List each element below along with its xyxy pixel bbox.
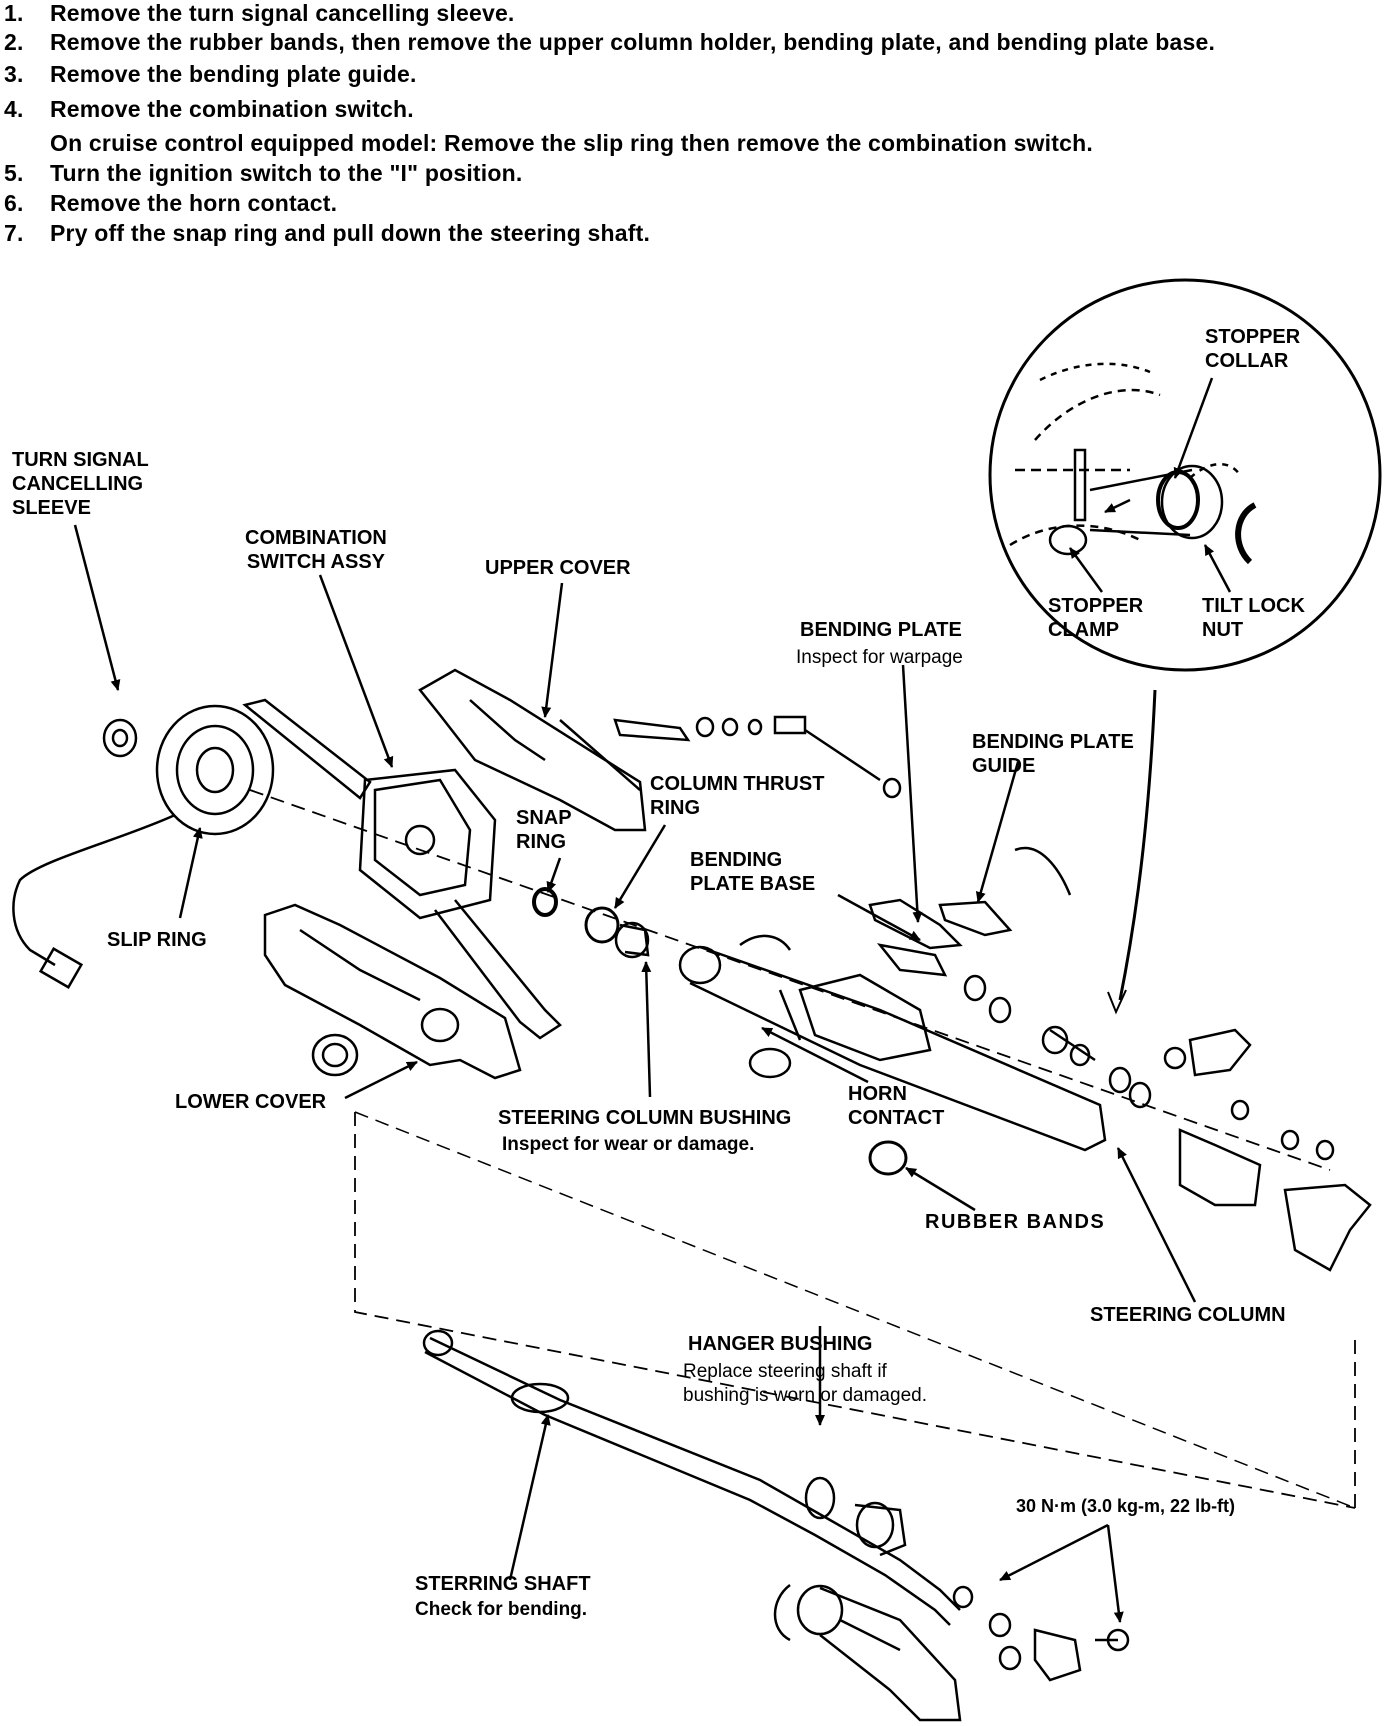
lower-cover-part xyxy=(263,903,522,1080)
label-lower-cover: LOWER COVER xyxy=(175,1091,327,1113)
lower-joint-part xyxy=(773,1584,962,1722)
label-stopper-clamp: STOPPER CLAMP xyxy=(1048,595,1144,641)
inset-detail-circle xyxy=(988,278,1382,672)
step-1: 1.Remove the turn signal cancelling slee… xyxy=(4,0,515,26)
column-holder-part xyxy=(1041,1025,1372,1272)
step-4-note: On cruise control equipped model: Remove… xyxy=(50,130,1093,156)
label-bending-plate: BENDING PLATE xyxy=(800,619,962,641)
label-stopper-collar: STOPPER COLLAR xyxy=(1205,326,1301,372)
note-bending-plate: Inspect for warpage xyxy=(796,647,963,668)
label-steering-shaft: STERRING SHAFT xyxy=(415,1573,591,1595)
step-5: 5.Turn the ignition switch to the "I" po… xyxy=(4,160,523,186)
label-hanger-bushing: HANGER BUSHING xyxy=(688,1333,873,1355)
label-column-thrust-ring: COLUMN THRUST RING xyxy=(650,773,825,819)
label-bending-plate-guide: BENDING PLATE GUIDE xyxy=(972,731,1134,777)
label-torque-spec: 30 N·m (3.0 kg-m, 22 lb-ft) xyxy=(1016,1496,1236,1516)
label-upper-cover: UPPER COVER xyxy=(485,557,631,579)
step-3: 3.Remove the bending plate guide. xyxy=(4,61,417,87)
label-rubber-bands: RUBBER BANDS xyxy=(925,1211,1106,1233)
label-bending-plate-base: BENDING PLATE BASE xyxy=(690,849,816,895)
label-tilt-lock-nut: TILT LOCK NUT xyxy=(1202,595,1305,641)
label-steering-column: STEERING COLUMN xyxy=(1090,1304,1286,1326)
step-4: 4.Remove the combination switch. xyxy=(4,96,414,122)
label-combination-switch: COMBINATION SWITCH ASSY xyxy=(245,527,387,573)
label-horn-contact: HORN CONTACT xyxy=(848,1083,945,1129)
label-turn-signal-sleeve: TURN SIGNAL CANCELLING SLEEVE xyxy=(12,449,149,519)
steering-shaft-part xyxy=(422,1329,1130,1682)
slip-ring-part xyxy=(12,704,275,989)
label-steering-column-bushing: STEERING COLUMN BUSHING xyxy=(498,1107,792,1129)
label-snap-ring: SNAP RING xyxy=(516,807,572,853)
note-steering-shaft: Check for bending. xyxy=(415,1599,588,1620)
steering-column-part xyxy=(678,934,1107,1152)
bending-plate-part xyxy=(868,846,1072,1024)
step-7: 7.Pry off the snap ring and pull down th… xyxy=(4,220,651,246)
upper-cover-part xyxy=(418,668,647,832)
combination-switch-part xyxy=(242,698,562,1040)
note-hanger-bushing: Replace steering shaft if bushing is wor… xyxy=(683,1361,927,1406)
note-steering-column-bushing: Inspect for wear or damage. xyxy=(502,1134,755,1155)
step-6: 6.Remove the horn contact. xyxy=(4,190,338,216)
bending-plate-hardware xyxy=(613,715,902,799)
label-slip-ring: SLIP RING xyxy=(107,929,207,951)
step-2: 2.Remove the rubber bands, then remove t… xyxy=(4,29,1216,55)
